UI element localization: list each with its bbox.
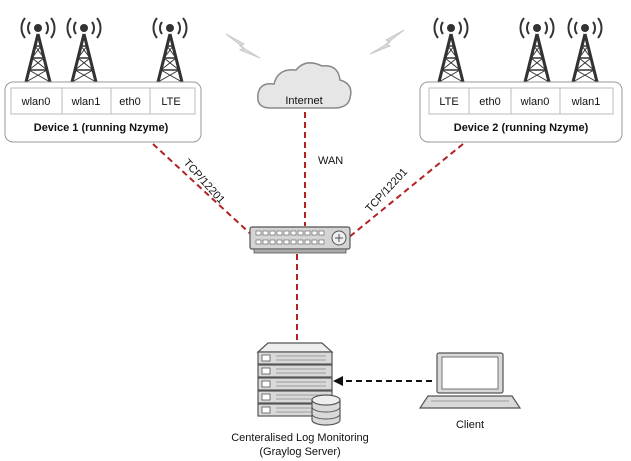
server-label-line2: (Graylog Server) [259,446,340,458]
device1-interface: wlan0 [21,96,51,108]
tower-icon [566,16,604,84]
tower-icon [432,16,470,84]
device2-box: LTE eth0 wlan0 wlan1 Device 2 (running N… [419,81,623,143]
device1-interface: LTE [161,96,180,108]
device2-interface: eth0 [479,96,500,108]
laptop-icon [418,352,522,409]
tcp-label-right: TCP/12201 [363,166,410,215]
arrowhead-icon [333,376,343,386]
internet-cloud: Internet [257,62,352,109]
wan-label: WAN [318,155,343,167]
network-switch-icon [249,226,351,254]
lightning-icon-right [369,29,405,55]
device2-interface: wlan0 [520,96,550,108]
internet-label: Internet [285,95,322,107]
links [152,112,464,342]
lightning-icon-left [225,33,261,59]
device2-interface: LTE [439,96,458,108]
client-label: Client [456,419,484,431]
device1-interface: eth0 [119,96,140,108]
tower-icon [518,16,556,84]
device2-interface: wlan1 [571,96,601,108]
antenna-towers-device1 [19,16,189,84]
tcp-label-left: TCP/12201 [181,157,227,206]
link-device1-switch [152,143,256,239]
device1-box: wlan0 wlan1 eth0 LTE Device 1 (running N… [4,81,202,143]
device1-title: Device 1 (running Nzyme) [34,122,169,134]
device2-title: Device 2 (running Nzyme) [454,122,589,134]
tower-icon [65,16,103,84]
tower-icon [19,16,57,84]
tower-icon [151,16,189,84]
server-label-line1: Centeralised Log Monitoring [231,432,369,444]
antenna-towers-device2 [432,16,604,84]
link-device2-switch [347,143,464,239]
device1-interface: wlan1 [71,96,101,108]
database-icon [311,394,341,426]
